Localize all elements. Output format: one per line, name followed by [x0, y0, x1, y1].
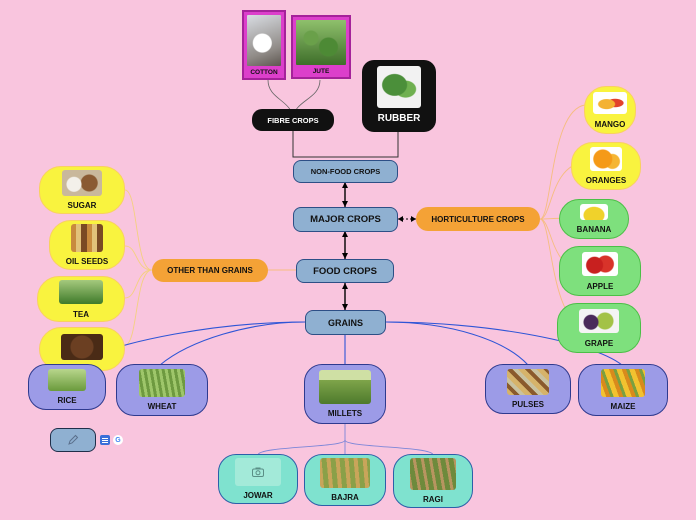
- major-crops-node[interactable]: MAJOR CROPS: [293, 207, 398, 232]
- maize-photo: [601, 369, 645, 397]
- wheat-node[interactable]: WHEAT: [116, 364, 208, 416]
- rice-node[interactable]: RICE: [28, 364, 106, 410]
- jowar-label: JOWAR: [243, 491, 273, 500]
- pulses-node[interactable]: PULSES: [485, 364, 571, 414]
- sugar-node[interactable]: SUGAR: [39, 166, 125, 214]
- rubber-label: RUBBER: [377, 113, 421, 124]
- food-crops-node[interactable]: FOOD CROPS: [296, 259, 394, 283]
- non-food-crops-label: NON-FOOD CROPS: [310, 167, 381, 176]
- maize-label: MAIZE: [610, 402, 636, 411]
- coffee-node[interactable]: [39, 327, 125, 371]
- horticulture-crops-node[interactable]: HORTICULTURE CROPS: [416, 207, 540, 231]
- other-than-grains-node[interactable]: OTHER THAN GRAINS: [152, 259, 268, 282]
- jowar-photo-placeholder: [235, 458, 281, 486]
- millets-label: MILLETS: [327, 409, 363, 418]
- ragi-label: RAGI: [423, 495, 443, 504]
- apple-photo: [582, 251, 618, 276]
- banana-label: BANANA: [576, 225, 612, 234]
- ragi-photo: [410, 458, 456, 490]
- list-icon[interactable]: [100, 435, 110, 445]
- pulses-photo: [507, 369, 549, 395]
- fibre-crops-node[interactable]: FIBRE CROPS: [252, 109, 334, 131]
- coffee-photo: [61, 334, 103, 360]
- camera-icon: [252, 467, 264, 477]
- oil-seeds-node[interactable]: OIL SEEDS: [49, 220, 125, 270]
- sugar-label: SUGAR: [67, 201, 97, 210]
- pencil-icon: [68, 434, 79, 445]
- tea-photo: [59, 279, 103, 304]
- google-icon[interactable]: G: [113, 435, 123, 445]
- bajra-node[interactable]: BAJRA: [304, 454, 386, 506]
- jowar-node[interactable]: JOWAR: [218, 454, 298, 504]
- horticulture-crops-label: HORTICULTURE CROPS: [431, 214, 525, 224]
- banana-node[interactable]: BANANA: [559, 199, 629, 239]
- grape-label: GRAPE: [584, 338, 614, 348]
- millets-node[interactable]: MILLETS: [304, 364, 386, 424]
- maize-node[interactable]: MAIZE: [578, 364, 668, 416]
- bajra-photo: [320, 458, 370, 488]
- oranges-label: ORANGES: [585, 176, 627, 185]
- ragi-node[interactable]: RAGI: [393, 454, 473, 508]
- edit-tool-button[interactable]: [50, 428, 96, 452]
- major-crops-label: MAJOR CROPS: [310, 214, 381, 225]
- food-crops-label: FOOD CROPS: [313, 265, 377, 277]
- grape-node[interactable]: GRAPE: [557, 303, 641, 353]
- rice-photo: [48, 369, 86, 391]
- rubber-photo: [377, 66, 421, 108]
- rubber-node[interactable]: RUBBER: [362, 60, 436, 132]
- sugar-photo: [62, 170, 102, 196]
- rice-label: RICE: [57, 396, 77, 405]
- pulses-label: PULSES: [511, 400, 544, 409]
- tea-label: TEA: [73, 309, 89, 319]
- millets-photo: [319, 370, 371, 404]
- jute-card[interactable]: JUTE: [291, 15, 351, 79]
- oil-seeds-photo: [71, 224, 103, 252]
- bajra-label: BAJRA: [331, 493, 359, 502]
- cotton-label: COTTON: [250, 69, 278, 76]
- apple-label: APPLE: [586, 281, 614, 291]
- oranges-node[interactable]: ORANGES: [571, 142, 641, 190]
- jute-label: JUTE: [312, 68, 330, 75]
- wheat-label: WHEAT: [147, 402, 177, 411]
- cotton-photo: [247, 15, 281, 66]
- mango-label: MANGO: [594, 119, 626, 129]
- cotton-card[interactable]: COTTON: [242, 10, 286, 80]
- grains-label: GRAINS: [327, 317, 363, 328]
- fibre-crops-label: FIBRE CROPS: [267, 115, 319, 125]
- other-than-grains-label: OTHER THAN GRAINS: [167, 266, 253, 275]
- apple-node[interactable]: APPLE: [559, 246, 641, 296]
- grape-photo: [579, 308, 619, 333]
- banana-photo: [580, 204, 608, 220]
- jute-photo: [296, 20, 346, 65]
- oranges-photo: [590, 147, 622, 171]
- tea-node[interactable]: TEA: [37, 276, 125, 322]
- wheat-photo: [139, 369, 185, 397]
- oil-seeds-label: OIL SEEDS: [65, 257, 109, 266]
- mango-photo: [593, 91, 627, 114]
- grains-node[interactable]: GRAINS: [305, 310, 386, 335]
- mango-node[interactable]: MANGO: [584, 86, 636, 134]
- non-food-crops-node[interactable]: NON-FOOD CROPS: [293, 160, 398, 183]
